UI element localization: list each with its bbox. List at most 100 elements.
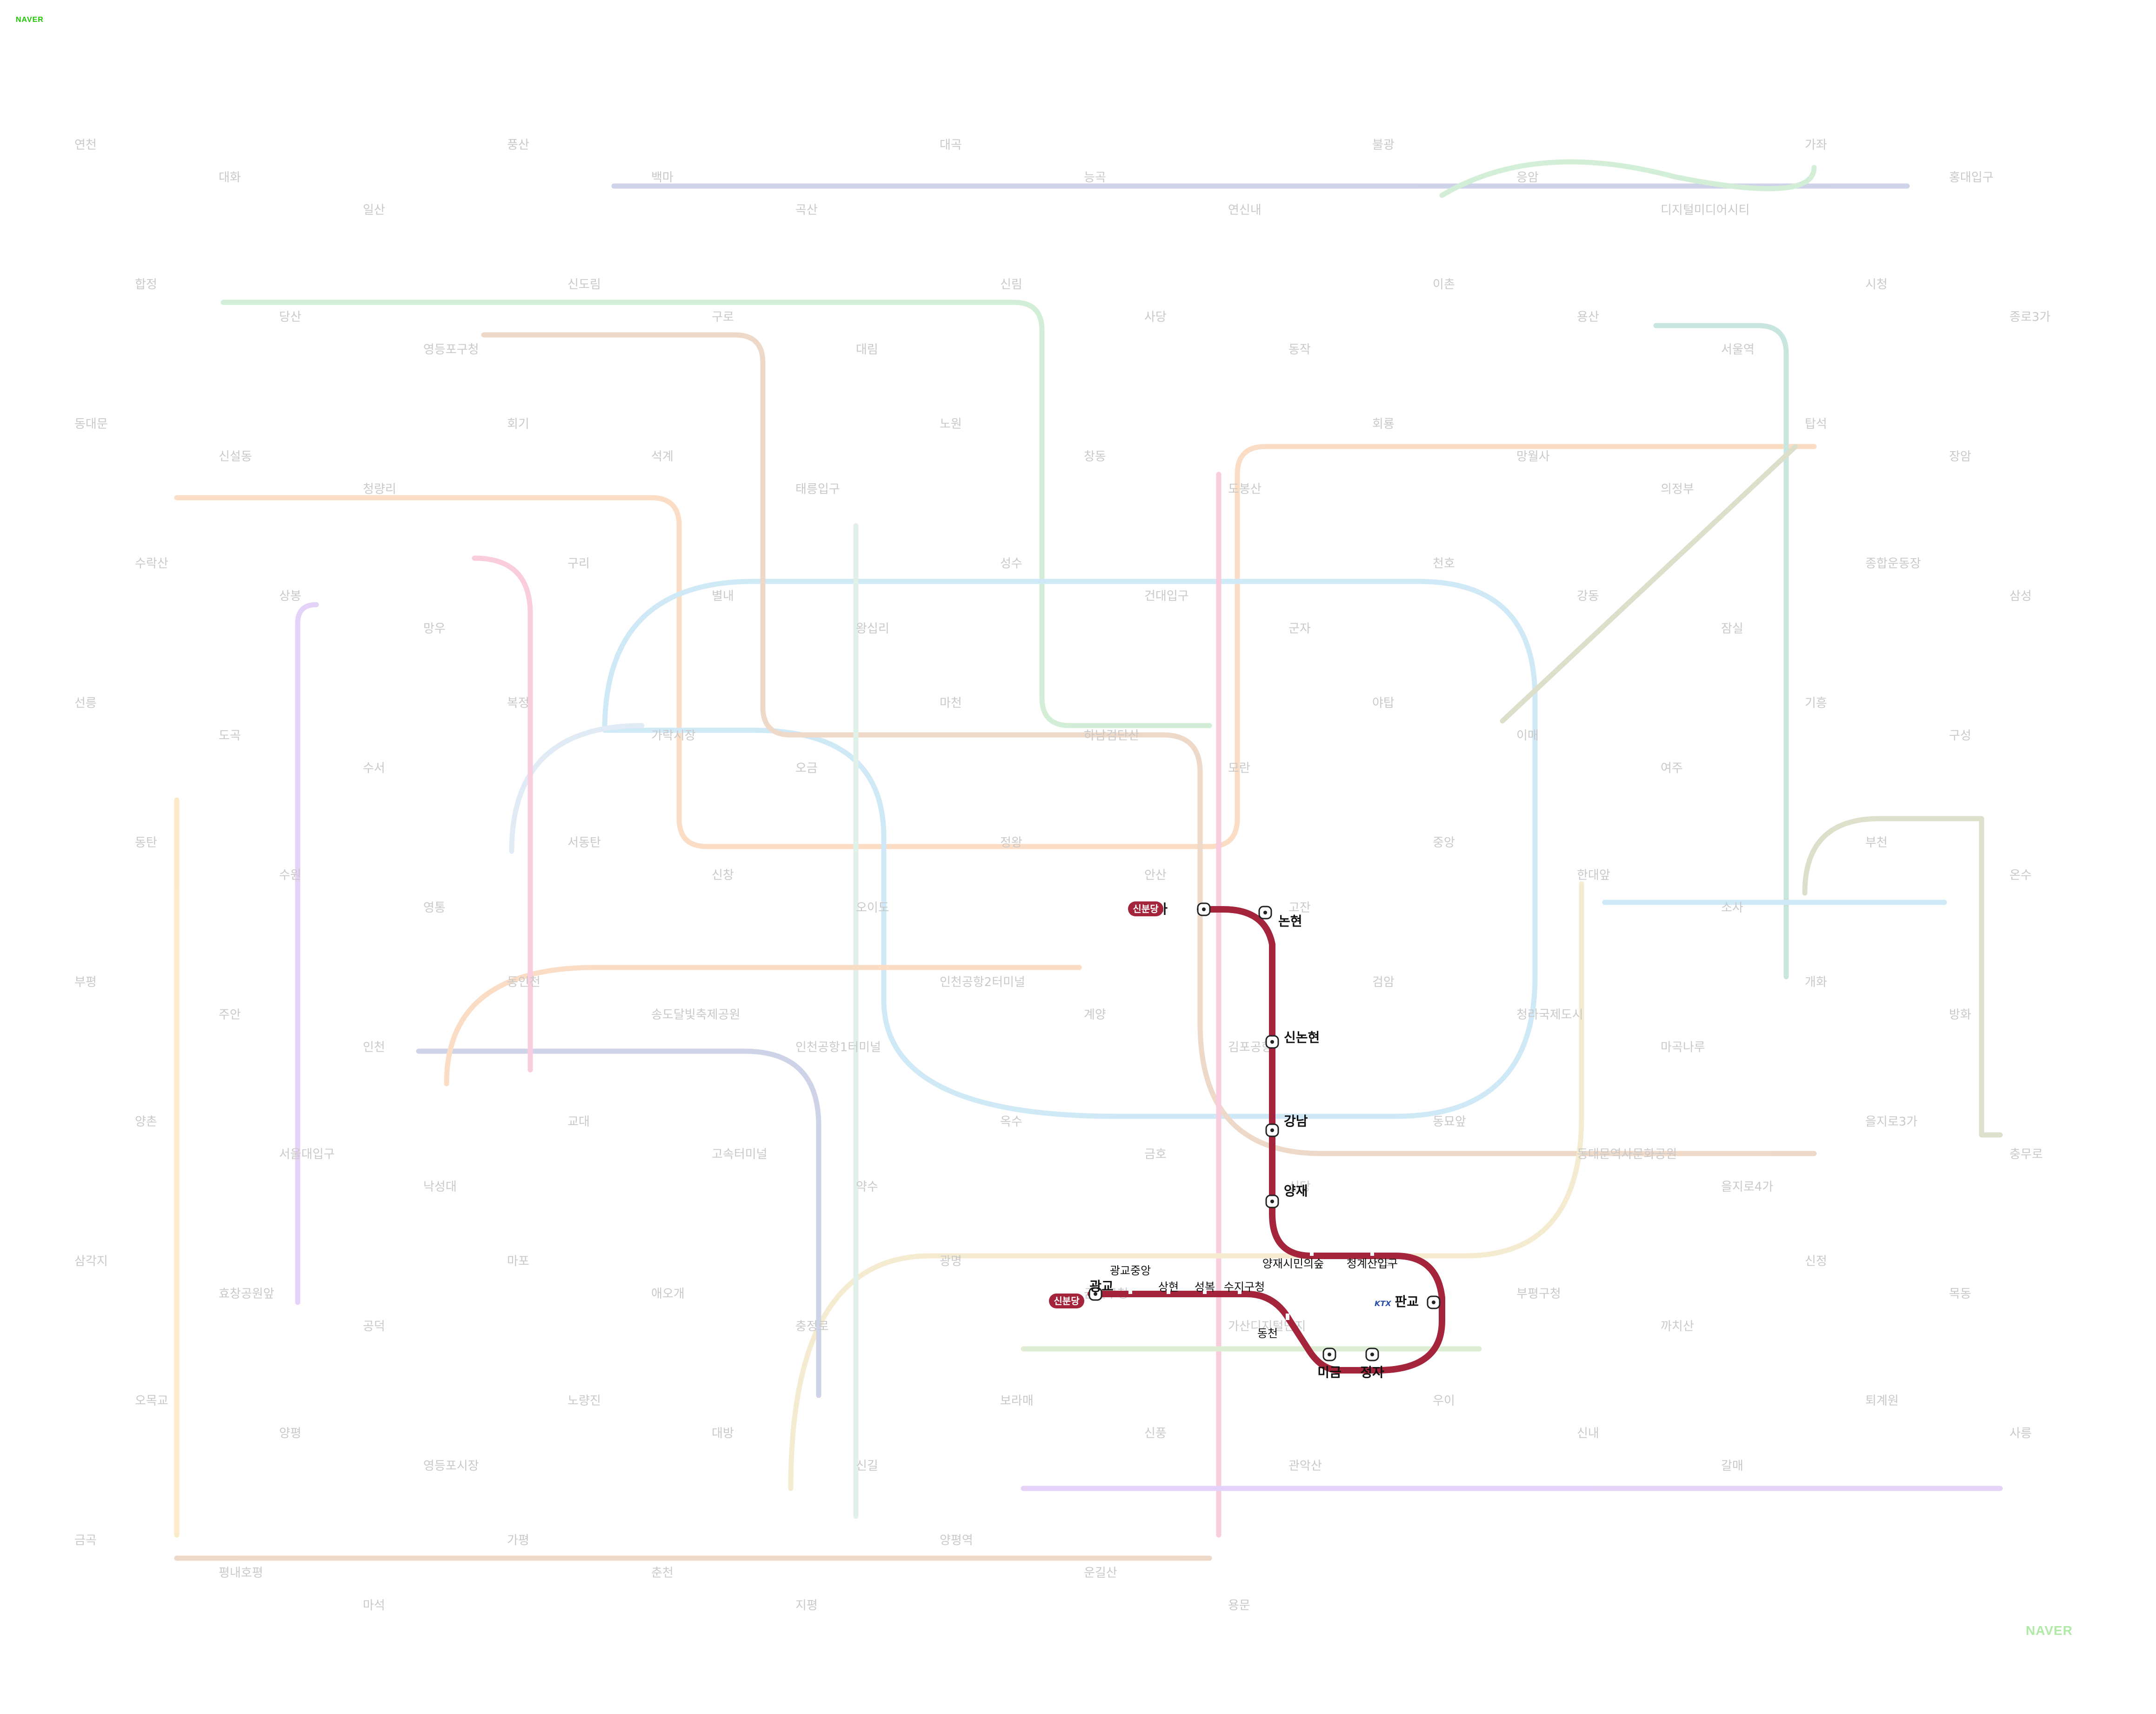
background-station-label: 신창 [712,868,734,882]
background-line [1653,323,1789,980]
background-station-label: 영등포구청 [423,343,479,357]
background-station-label: 일산 [363,203,385,217]
background-station-label: 회기 [507,417,529,431]
background-station-label: 구성 [1949,729,1971,743]
background-station-label: 서동탄 [567,836,601,850]
background-station-label: 양촌 [135,1115,157,1129]
background-station-label: 동작 [1288,343,1311,357]
station-label[interactable]: 광교 [1089,1279,1114,1294]
background-station-label: 가락시장 [651,729,696,743]
background-station-label: 도봉산 [1228,482,1262,496]
background-station-label: 건대입구 [1144,589,1189,603]
station-tick[interactable] [1167,1287,1170,1294]
background-line [220,300,1212,728]
station-label[interactable]: 상현 [1158,1280,1179,1294]
station-label[interactable]: 수지구청 [1224,1280,1265,1294]
station-dot [1370,1353,1374,1356]
background-station-label: 종로3가 [2009,310,2050,324]
background-station-label: 퇴계원 [1865,1394,1899,1408]
background-station-label: 교대 [567,1115,590,1129]
background-station-label: 낙성대 [423,1180,457,1194]
station-tick[interactable] [1310,1249,1314,1256]
background-station-label: 목동 [1949,1287,1971,1301]
background-station-label: 춘천 [651,1566,674,1580]
background-station-label: 소사 [1721,901,1743,915]
background-station-label: 수락산 [135,557,168,571]
svg-text:신분당: 신분당 [1054,1295,1080,1307]
background-station-label: 서울대입구 [279,1147,335,1161]
shinbundang-line-path [1088,906,1445,1374]
background-station-label: 충정로 [795,1320,829,1334]
station-label[interactable]: 신논현 [1284,1030,1320,1045]
background-station-label: 동인천 [507,975,541,989]
line-badge-shinbundang: 신분당 [1049,1294,1084,1308]
background-station-label: 연신내 [1228,203,1262,217]
background-station-label: 오이도 [856,901,889,915]
background-station-label: 구리 [567,557,590,571]
station-tick[interactable] [1128,1287,1132,1294]
background-station-label: 김포공항 [1228,1040,1273,1054]
background-station-label: 장암 [1949,450,1971,464]
background-station-label: 상봉 [279,589,301,603]
station-label[interactable]: 양재 [1284,1183,1308,1199]
background-station-label: 사릉 [2009,1427,2032,1441]
background-station-label: 복정 [507,696,529,710]
background-station-label: 태릉입구 [795,482,840,496]
background-station-label: 한대앞 [1577,868,1610,882]
background-station-label: 수서 [363,761,385,775]
background-line [1802,816,2003,1138]
background-station-label: 별내 [712,589,734,603]
station-tick[interactable] [1286,1314,1289,1320]
station-dot [1328,1353,1331,1356]
background-station-label: 풍산 [507,138,529,152]
station-label[interactable]: 청계산입구 [1347,1257,1398,1270]
station-dot [1270,1200,1274,1203]
background-station-label: 삼각지 [74,1254,108,1268]
background-station-label: 대림 [856,343,878,357]
background-station-label: 약수 [856,1180,878,1194]
background-station-label: 노원 [940,417,962,431]
background-station-label: 구로 [712,310,734,324]
naver-logo: NAVER [16,16,44,24]
station-label[interactable]: 논현 [1278,914,1302,929]
background-station-label: 안산 [1144,868,1167,882]
station-tick[interactable] [1370,1249,1374,1256]
background-line [174,444,1817,849]
background-station-label: 수원 [279,868,301,882]
background-station-label: 서울역 [1721,343,1755,357]
background-network [174,159,2003,1561]
station-label[interactable]: 강남 [1284,1114,1308,1129]
background-station-label: 온수 [2009,868,2032,882]
station-label[interactable]: 양재시민의숲 [1262,1257,1324,1270]
station-label[interactable]: 판교 [1395,1294,1419,1309]
background-station-label: 을지로3가 [1865,1115,1917,1129]
station-label[interactable]: 동천 [1257,1327,1278,1340]
background-station-label: 마포 [507,1254,529,1268]
background-station-label: 인천 [363,1040,385,1054]
station-label[interactable]: 성복 [1195,1280,1215,1294]
background-station-label: 능곡 [1084,171,1106,185]
svg-text:신분당: 신분당 [1133,903,1159,914]
station-tick[interactable] [1203,1287,1207,1294]
station-label[interactable]: 광교중앙 [1110,1264,1151,1277]
station-label[interactable]: 정자 [1360,1365,1384,1380]
background-station-label: 동대문역사문화공원 [1577,1147,1677,1161]
background-line [295,602,319,1305]
station-tick[interactable] [1238,1287,1242,1294]
background-station-label: 사당 [1144,310,1167,324]
background-station-label: 천호 [1433,557,1455,571]
background-station-label: 노량진 [567,1394,601,1408]
background-station-label: 신당 [1288,1180,1311,1194]
background-station-label: 왕십리 [856,622,889,636]
focus-line-shinbundang: 신사논현신논현강남양재양재시민의숲청계산입구판교정자미금동천수지구청성복상현광교… [1049,901,1445,1380]
background-station-label: 동대문 [74,417,108,431]
background-station-label: 검암 [1372,975,1395,989]
background-station-label: 합정 [135,278,157,292]
background-station-labels: 연천대화일산풍산백마곡산대곡능곡연신내불광응암디지털미디어시티가좌홍대입구합정당… [74,138,2050,1613]
background-station-label: 신림 [1000,278,1022,292]
background-station-label: 부천 [1865,836,1888,850]
station-label[interactable]: 미금 [1317,1365,1342,1380]
background-station-label: 운길산 [1084,1566,1117,1580]
background-station-label: 가좌 [1805,138,1827,152]
